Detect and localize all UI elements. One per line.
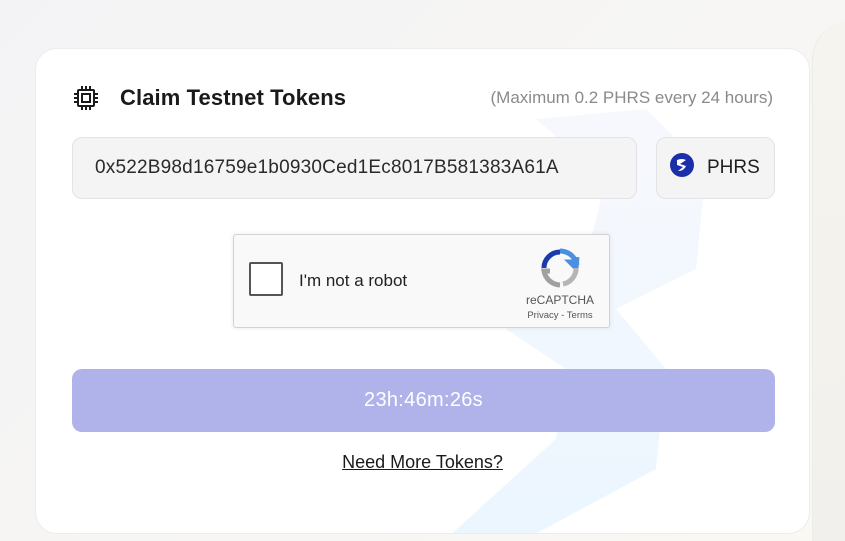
recaptcha-brand: reCAPTCHA (525, 293, 594, 307)
card-title: Claim Testnet Tokens (120, 85, 347, 110)
chip-icon (72, 84, 100, 112)
terms-link[interactable]: Terms (566, 310, 593, 321)
claim-countdown-button[interactable]: 23h:46m:26s (72, 369, 775, 432)
captcha-label: I'm not a robot (299, 271, 408, 290)
claim-limit-note: (Maximum 0.2 PHRS every 24 hours) (490, 88, 773, 107)
card-header: Claim Testnet Tokens (Maximum 0.2 PHRS e… (72, 82, 773, 114)
recaptcha-widget: I'm not a robot reCAPTCHA Privacy - Term… (233, 234, 610, 328)
wallet-address-input[interactable]: 0x522B98d16759e1b0930Ced1Ec8017B581383A6… (72, 137, 637, 199)
recaptcha-logo-icon (539, 247, 581, 289)
pharos-logo-icon (669, 152, 695, 184)
recaptcha-links: Privacy - Terms (504, 310, 616, 321)
background-panel (812, 20, 845, 541)
links-separator: - (558, 310, 567, 321)
privacy-link[interactable]: Privacy (527, 310, 559, 321)
faucet-card: Claim Testnet Tokens (Maximum 0.2 PHRS e… (35, 48, 810, 534)
token-label: PHRS (707, 157, 760, 178)
need-more-tokens-link[interactable]: Need More Tokens? (342, 452, 503, 472)
captcha-checkbox[interactable] (249, 262, 283, 296)
token-selector-button[interactable]: PHRS (656, 137, 775, 199)
